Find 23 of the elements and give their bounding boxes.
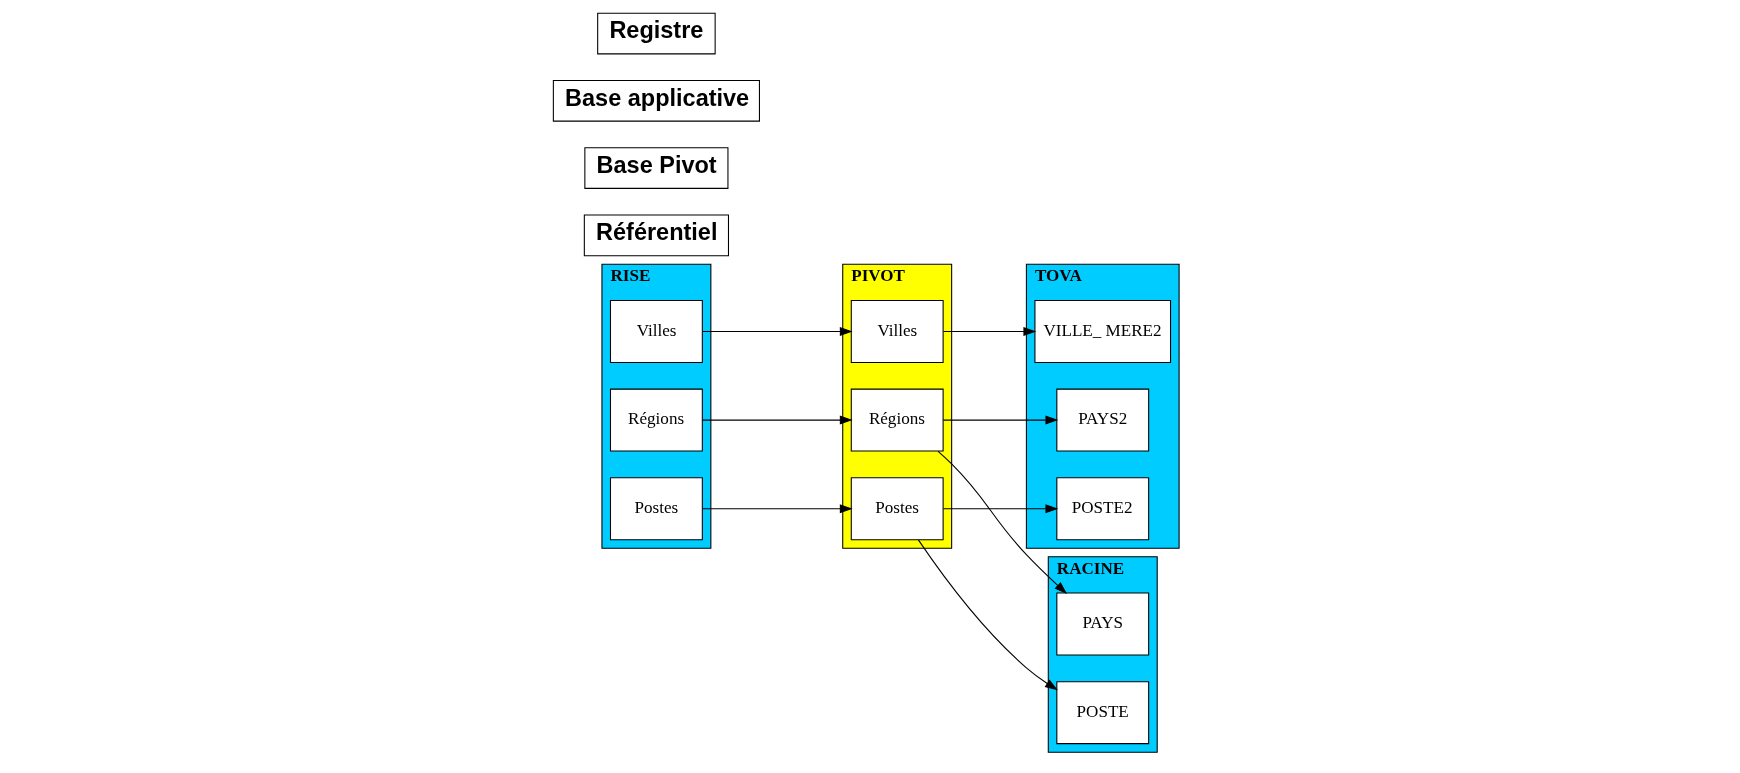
arrow <box>942 503 1058 513</box>
node-box: Villes <box>850 299 944 363</box>
arrow <box>942 415 1058 425</box>
node-box: PAYS2 <box>1055 388 1149 452</box>
arrow <box>701 415 853 425</box>
arrow <box>942 326 1036 336</box>
node-box: VILLE_ MERE2 <box>1033 299 1171 363</box>
node-box: Postes <box>850 476 944 540</box>
arrow <box>701 503 853 513</box>
node-box: POSTE2 <box>1055 476 1149 540</box>
arrow <box>917 538 1058 690</box>
arrow <box>701 326 853 336</box>
node-box: Régions <box>609 388 703 452</box>
node-box: Villes <box>609 299 703 363</box>
node-box: PAYS <box>1055 592 1149 656</box>
node-box: Référentiel <box>583 214 729 256</box>
node-box: Base Pivot <box>583 146 728 189</box>
arrow <box>937 450 1067 594</box>
node-box: Registre <box>596 12 716 54</box>
node-box: POSTE <box>1055 680 1149 744</box>
node-box: Postes <box>609 476 703 540</box>
node-box: Base applicative <box>552 79 760 122</box>
node-box: Régions <box>850 388 944 452</box>
